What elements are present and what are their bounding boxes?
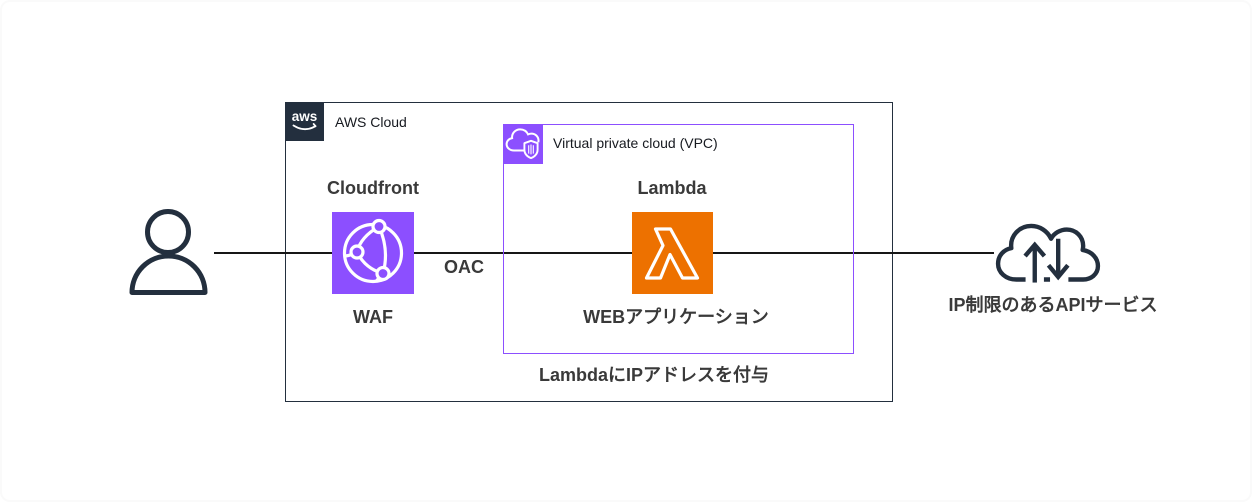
vpc-box (503, 124, 854, 354)
vpc-cloud-lock-icon (503, 124, 543, 164)
cloudfront-globe-icon (332, 212, 414, 294)
aws-logo-icon: aws (285, 102, 324, 141)
user-icon (128, 208, 208, 296)
aws-cloud-label: AWS Cloud (335, 114, 407, 130)
cloudfront-title: Cloudfront (327, 178, 419, 198)
lambda-icon (632, 212, 713, 294)
waf-label: WAF (353, 307, 393, 327)
lambda-title: Lambda (637, 178, 707, 198)
api-service-label: IP制限のあるAPIサービス (948, 295, 1158, 315)
aws-logo-text: aws (292, 109, 318, 124)
vpc-label: Virtual private cloud (VPC) (553, 135, 718, 151)
cloud-transfer-icon (995, 218, 1101, 288)
connector-line (214, 252, 994, 254)
note-label: LambdaにIPアドレスを付与 (538, 365, 770, 385)
oac-label: OAC (444, 257, 484, 277)
lambda-subtitle: WEBアプリケーション (583, 307, 769, 327)
